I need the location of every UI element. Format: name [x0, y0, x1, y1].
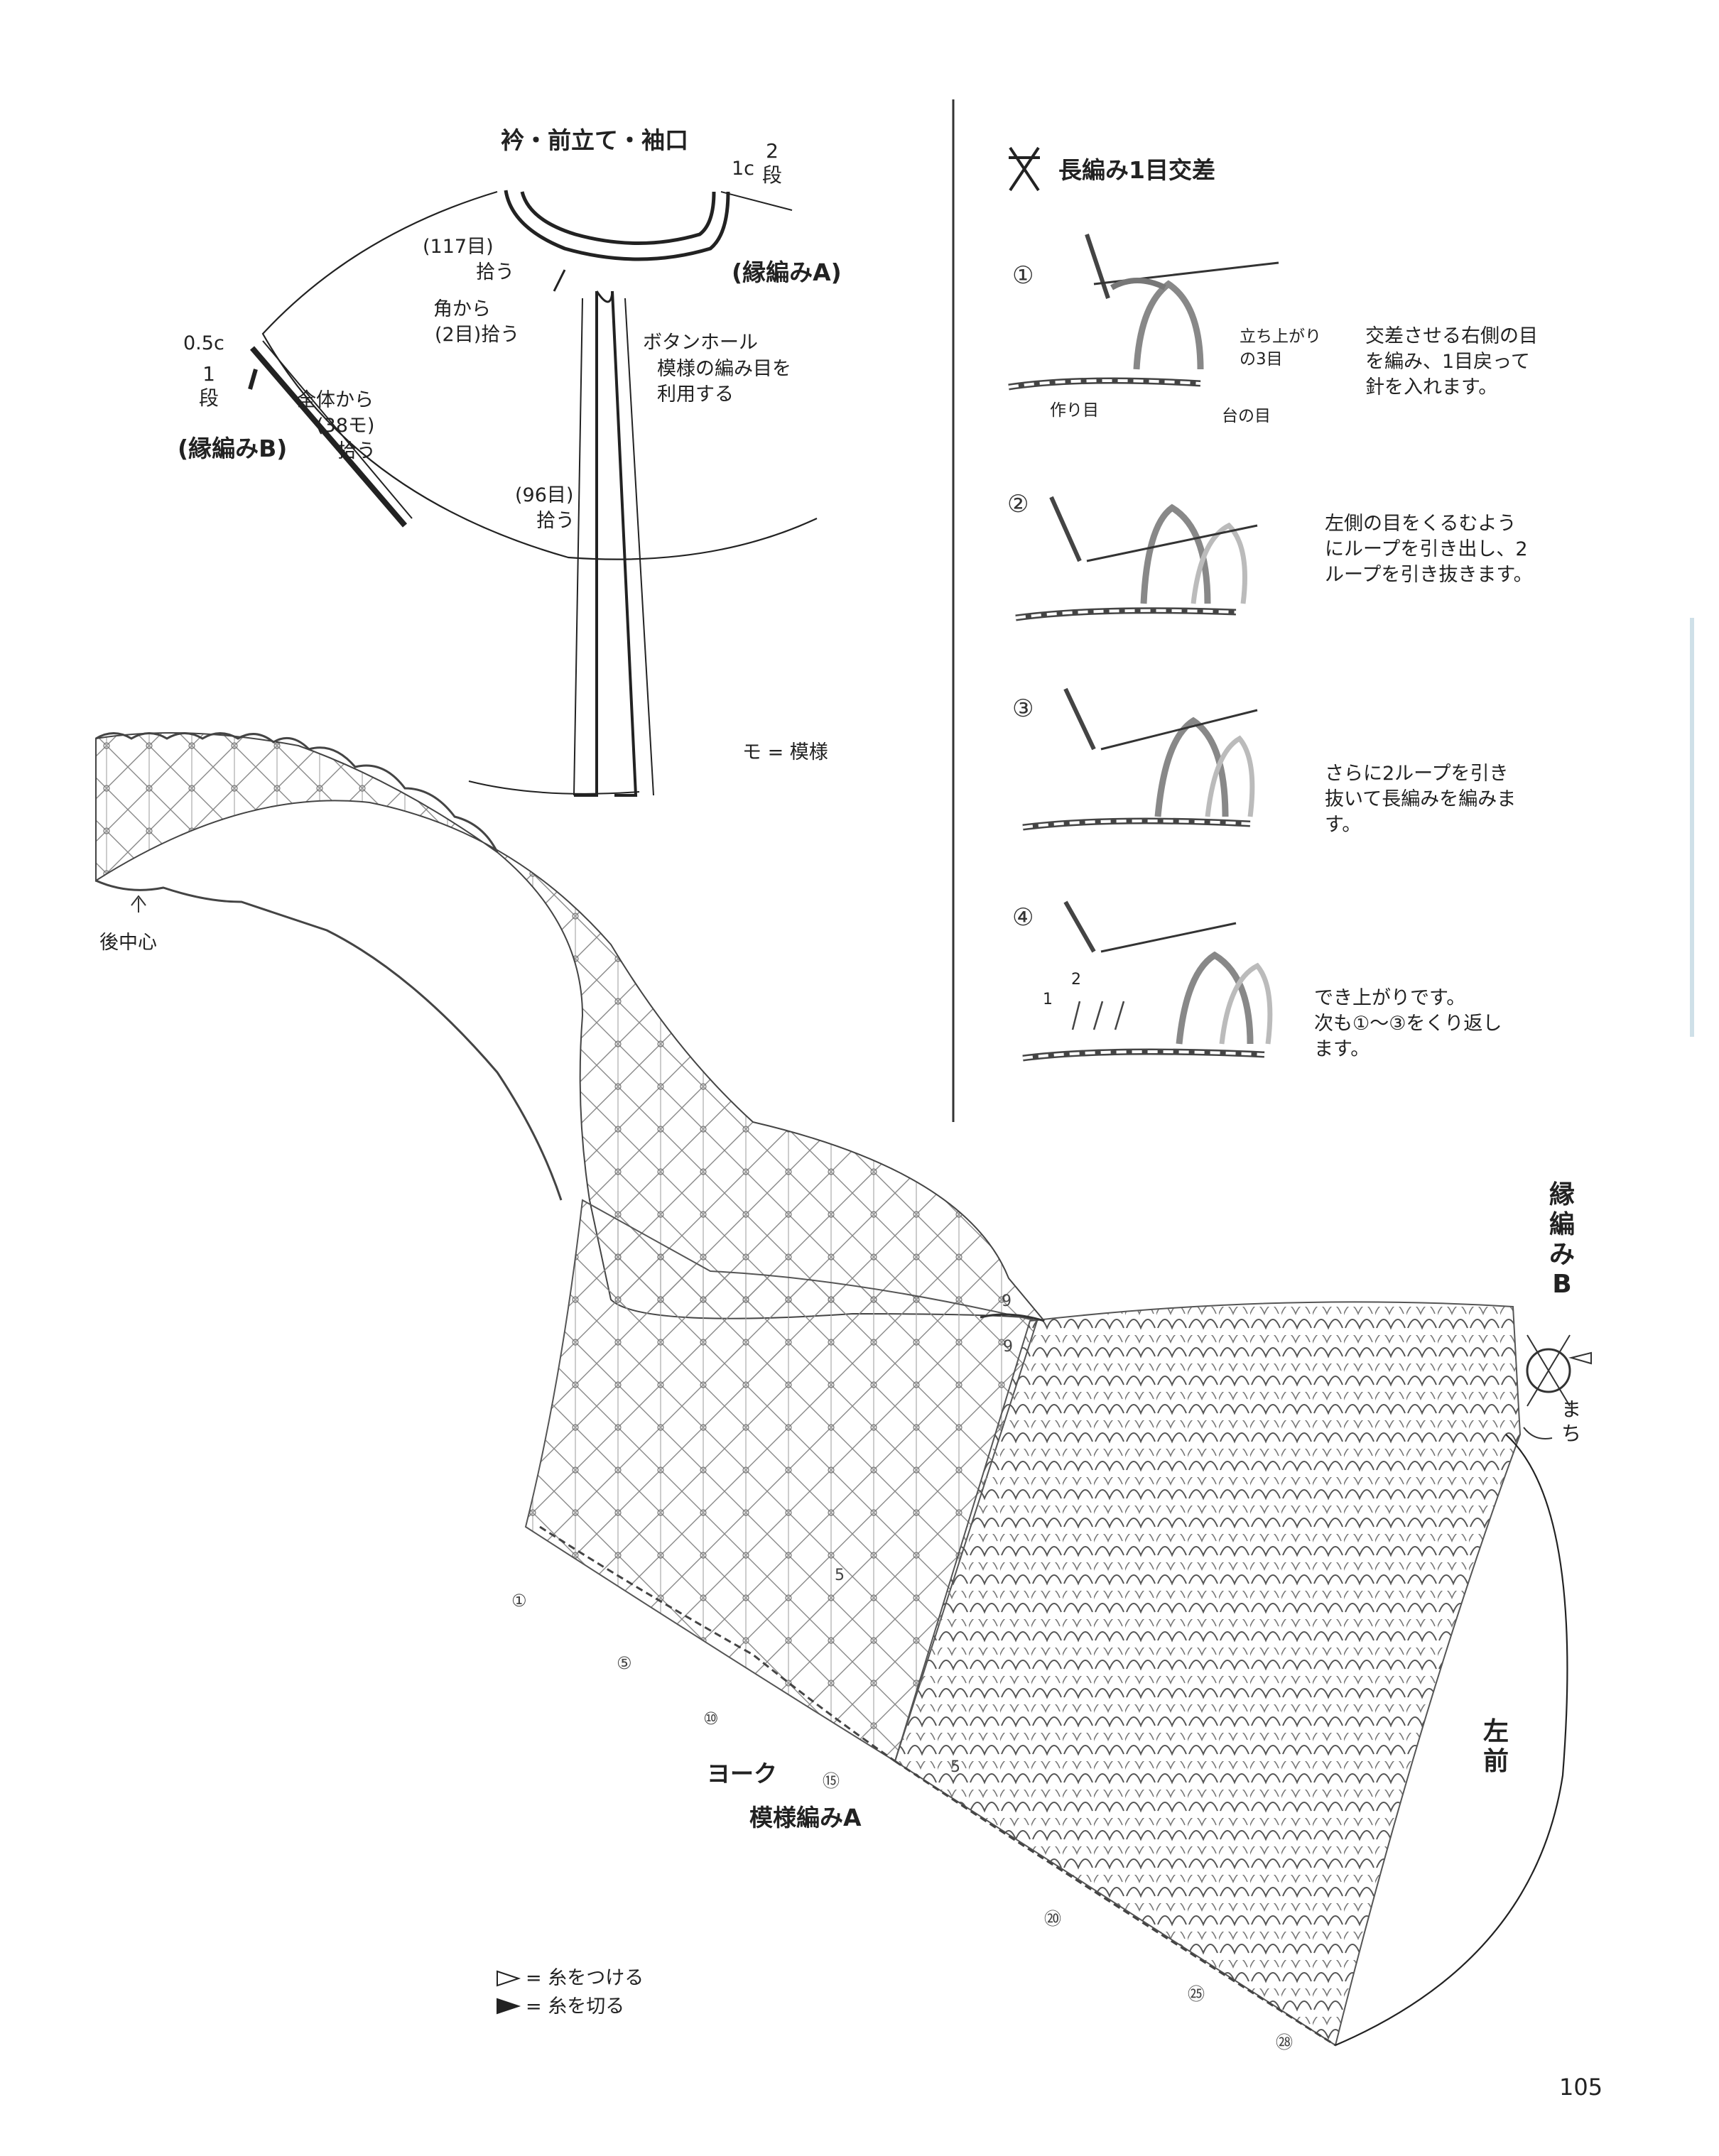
inner-mark-5a: 5	[835, 1567, 845, 1584]
step1-text-2: を編み、1目戻って	[1365, 351, 1530, 373]
label-2dan: 2段	[761, 139, 782, 187]
technique-title: 長編み1目交差	[1058, 156, 1215, 184]
step2-drawing	[1015, 496, 1258, 621]
left-front-label: 左前	[1482, 1717, 1509, 1776]
label-corner-2: (2目)拾う	[435, 324, 520, 346]
row-mark-20: ⑳	[1044, 1909, 1061, 1929]
label-half-c: 0.5c	[183, 332, 224, 354]
inner-mark-9a: 9	[1002, 1292, 1012, 1310]
technique-steps	[1008, 146, 1279, 1062]
cut-yarn-icon	[497, 1998, 521, 2015]
step1-tag-2: の3目	[1240, 350, 1283, 369]
step2-number: ②	[1007, 490, 1029, 518]
row-mark-25: ㉕	[1188, 1984, 1205, 2004]
step1-drawing	[1008, 234, 1279, 391]
row-mark-28: ㉘	[1276, 2032, 1293, 2052]
pattern-a-label: 模様編みA	[749, 1804, 862, 1831]
step4-drawing	[1022, 900, 1273, 1062]
page-number: 105	[1559, 2074, 1603, 2101]
step4-number: ④	[1012, 903, 1034, 932]
step1-text-1: 交差させる右側の目	[1365, 325, 1538, 347]
attach-yarn-icon	[497, 1970, 521, 1987]
step4-text-3: ます。	[1314, 1038, 1370, 1060]
label-117-pick: 拾う	[476, 261, 514, 283]
step1-text-3: 針を入れます。	[1365, 376, 1498, 398]
lace-chart	[95, 732, 1592, 2047]
step2-text-1: 左側の目をくるむよう	[1325, 513, 1517, 535]
step3-number: ③	[1012, 695, 1034, 723]
step3-text-2: 抜いて長編みを編みま	[1325, 788, 1517, 810]
label-edge-a: (縁編みA)	[732, 258, 842, 286]
legend-attach: = 糸をつける	[526, 1967, 644, 1989]
collar-title: 衿・前立て・袖口	[501, 126, 688, 154]
label-1c: 1c	[732, 158, 755, 180]
step1-tag-3: 作り目	[1050, 401, 1099, 420]
step2-text-2: にループを引き出し、2	[1325, 538, 1528, 560]
row-mark-5: ⑤	[617, 1653, 632, 1673]
label-buttonhole-1: ボタンホール	[643, 332, 758, 354]
label-mo-eq: モ = 模様	[742, 741, 828, 763]
label-buttonhole-2: 模様の編み目を	[657, 358, 791, 380]
step4-tag-2: 2	[1071, 971, 1081, 989]
label-38-pick: 拾う	[337, 440, 376, 462]
label-117: (117目)	[423, 236, 494, 258]
inner-mark-9b: 9	[1003, 1338, 1013, 1356]
label-96: (96目)	[515, 484, 574, 506]
step3-drawing	[1022, 687, 1258, 831]
row-mark-1: ①	[511, 1591, 527, 1611]
step1-tag-1: 立ち上がり	[1240, 327, 1321, 346]
row-mark-15: ⑮	[823, 1771, 840, 1791]
label-edge-b: (縁編みB)	[178, 435, 288, 462]
back-center-label: 後中心	[99, 932, 157, 954]
step4-text-2: 次も①～③をくり返し	[1314, 1013, 1502, 1035]
legend-cut: = 糸を切る	[526, 1996, 625, 2018]
step1-number: ①	[1012, 261, 1034, 290]
step2-text-3: ループを引き抜きます。	[1325, 564, 1533, 586]
label-corner-from: 角から	[433, 298, 491, 320]
label-38: (38モ)	[316, 415, 375, 437]
label-all-from: 全体から	[297, 389, 374, 411]
step3-text-1: さらに2ループを引き	[1325, 763, 1509, 785]
cross-stitch-icon	[1009, 146, 1040, 192]
step3-text-3: す。	[1325, 814, 1362, 836]
step1-tag-4: 台の目	[1222, 407, 1271, 425]
collar-diagram	[248, 190, 818, 797]
yoke-label: ヨーク	[707, 1760, 777, 1787]
edge-b-vertical-label: 縁編みB	[1549, 1180, 1575, 1299]
machi-label: まち	[1561, 1398, 1581, 1445]
inner-mark-5b: 5	[950, 1758, 960, 1776]
step4-text-1: でき上がりです。	[1314, 987, 1466, 1009]
row-mark-10: ⑩	[703, 1709, 719, 1728]
label-1dan: 1段	[198, 362, 219, 410]
step4-tag-1: 1	[1043, 991, 1053, 1008]
label-96-pick: 拾う	[536, 510, 575, 532]
attach-triangle-icon	[1568, 1351, 1592, 1365]
label-buttonhole-3: 利用する	[657, 383, 734, 405]
